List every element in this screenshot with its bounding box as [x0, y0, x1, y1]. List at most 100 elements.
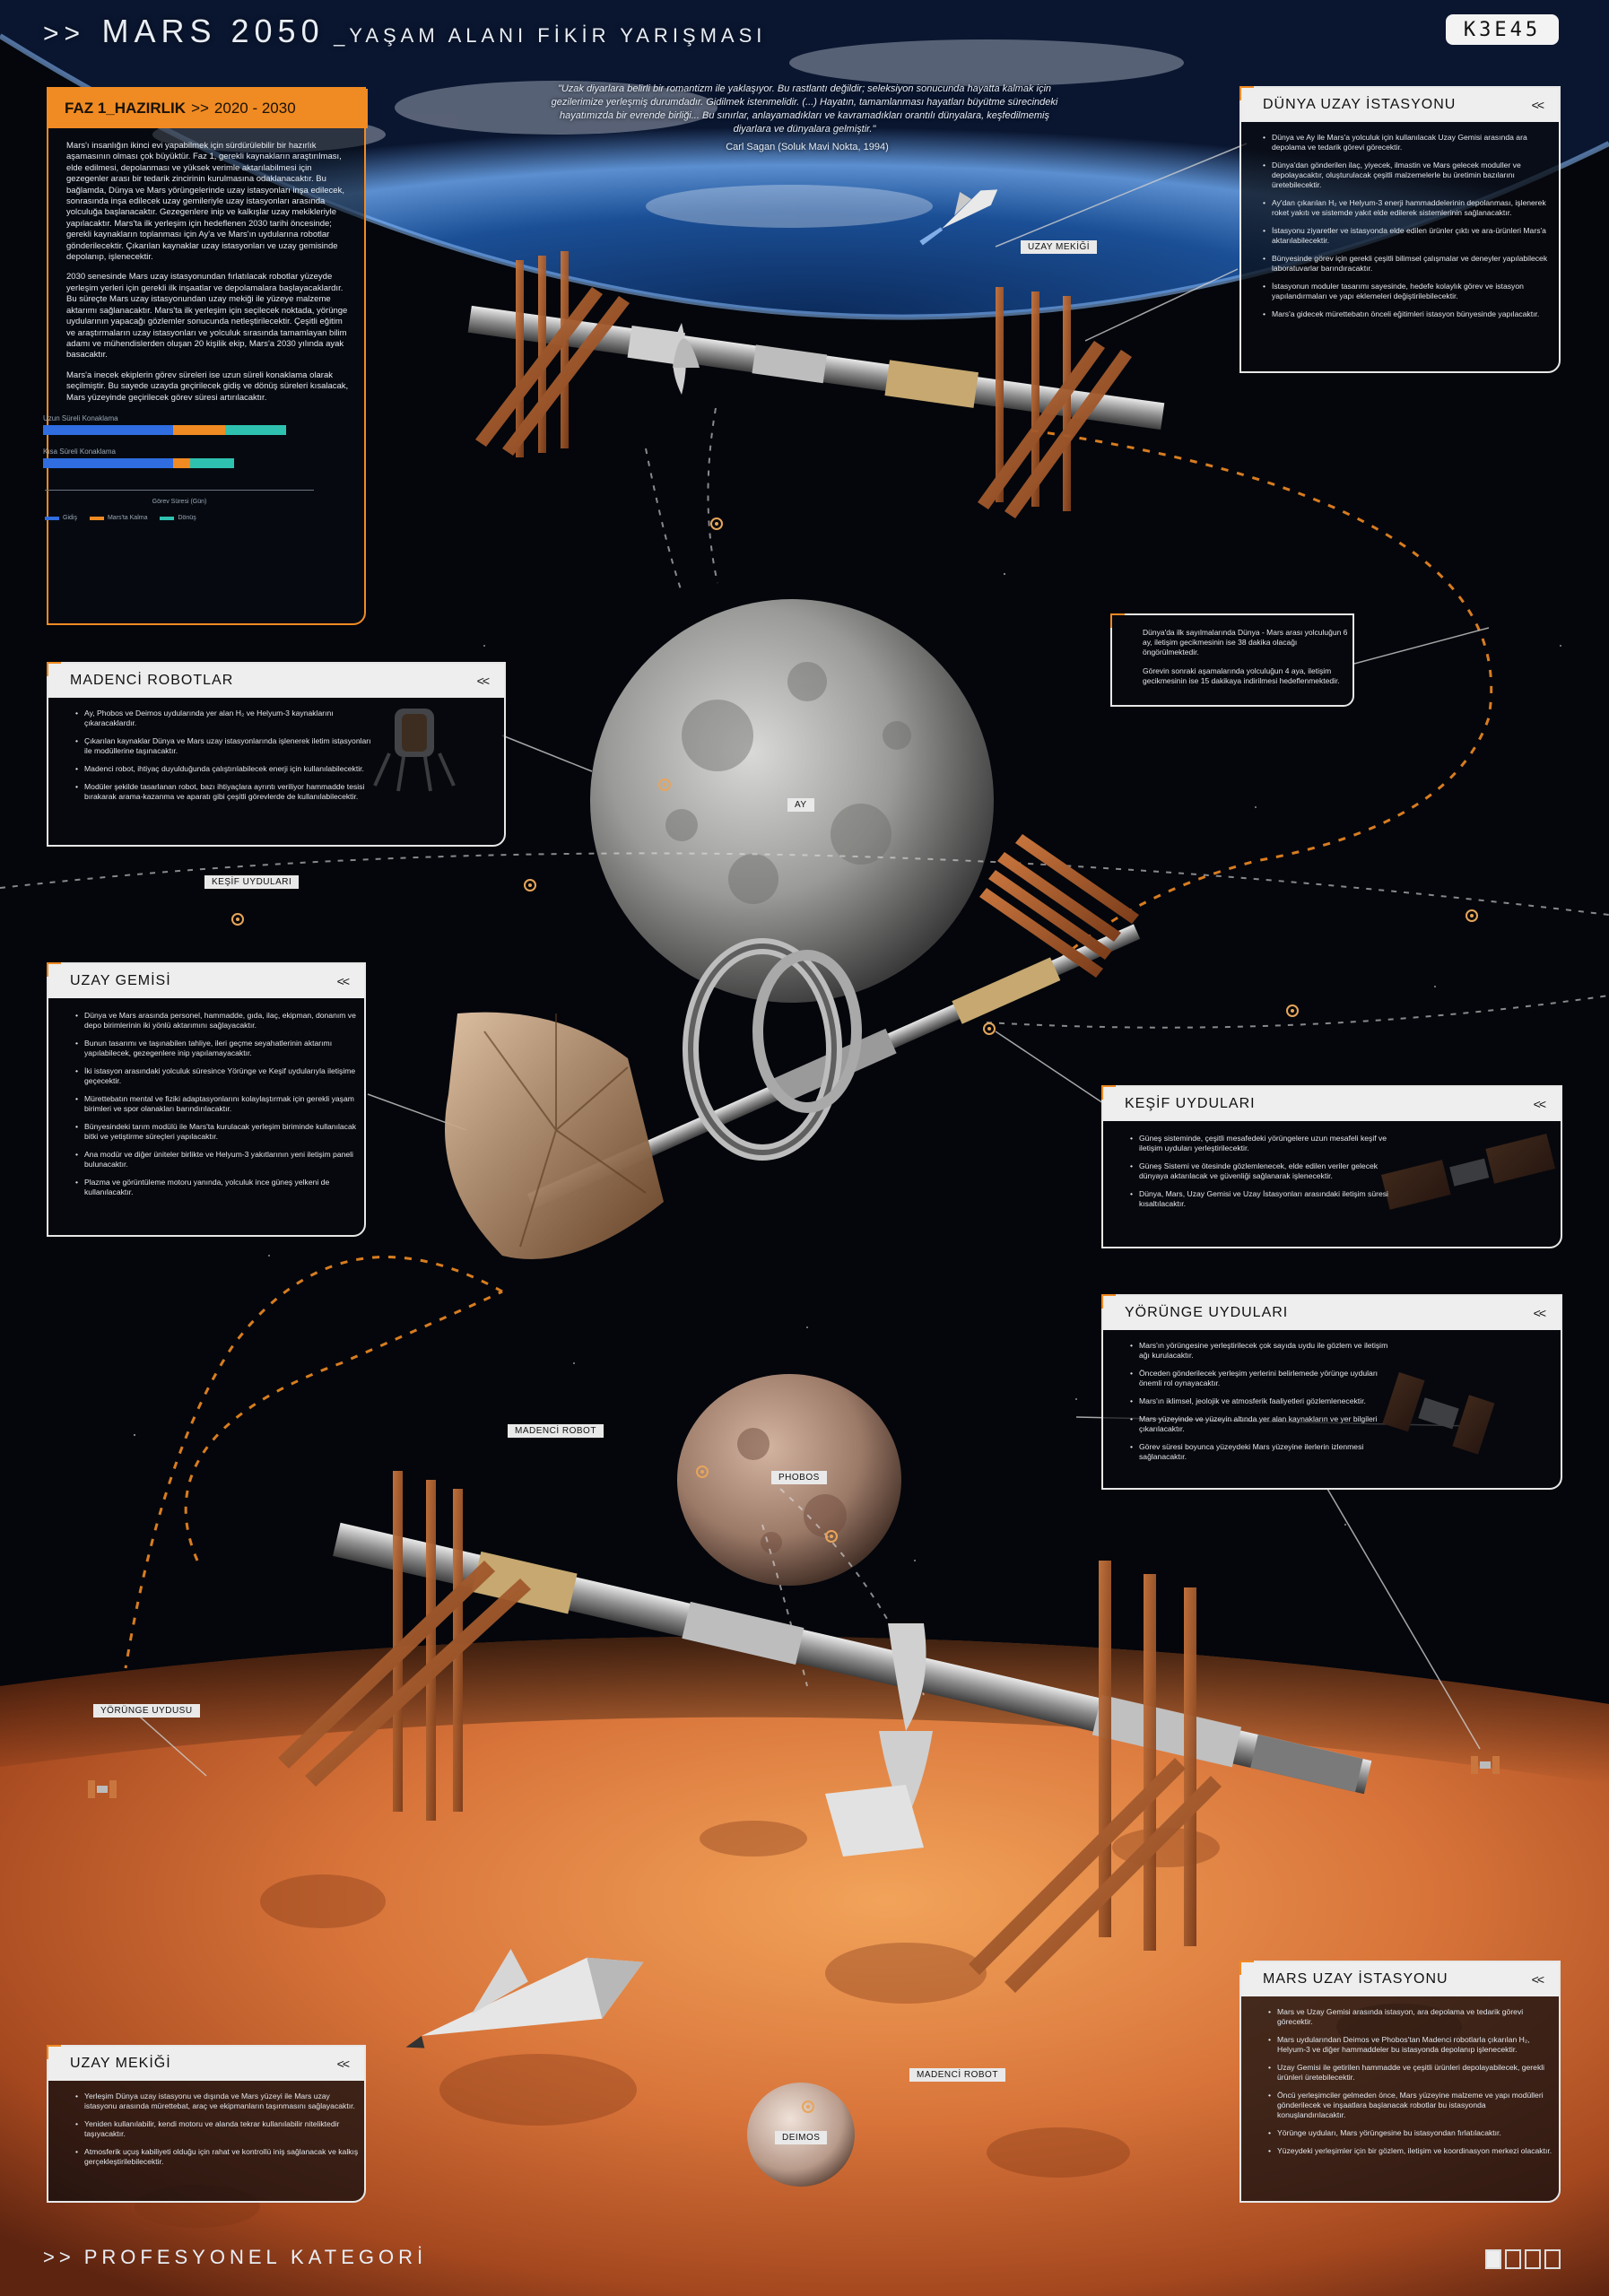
panel-title: YÖRÜNGE UYDULARI: [1125, 1305, 1289, 1320]
bar-label: Kısa Süreli Konaklama: [43, 448, 116, 456]
panel-corner: [47, 962, 61, 977]
poster-title: >> MARS 2050 _YAŞAM ALANI FİKİR YARIŞMAS…: [43, 13, 766, 50]
bar-segment: [43, 425, 173, 435]
list-item: Mars ve Uzay Gemisi arasında istasyon, a…: [1268, 2007, 1555, 2027]
panel-spaceship: UZAY GEMİSİ<< Dünya ve Mars arasında per…: [47, 962, 366, 1237]
collapse-icon[interactable]: <<: [1531, 98, 1544, 112]
list-item: Yörünge uyduları, Mars yörüngesine bu is…: [1268, 2128, 1555, 2138]
list-item: Yeniden kullanılabilir, kendi motoru ve …: [75, 2119, 362, 2139]
bar-segment: [225, 425, 286, 435]
bar-long-stay: [43, 425, 312, 435]
chart-axis-label: Görev Süresi (Gün): [152, 499, 207, 505]
phase-paragraph: Mars'ı insanlığın ikinci evi yapabilmek …: [66, 141, 344, 263]
bar-label: Uzun Süreli Konaklama: [43, 414, 118, 422]
chart-legend: Gidiş Mars'ta Kalma Dönüş: [45, 515, 196, 521]
bar-short-stay: [43, 458, 312, 468]
panel-corner: [1101, 1294, 1116, 1309]
orbit-marker: [524, 879, 536, 891]
phase-body: Mars'ı insanlığın ikinci evi yapabilmek …: [66, 141, 350, 413]
quote-author: Carl Sagan (Soluk Mavi Nokta, 1994): [726, 142, 889, 152]
tag-moon: AY: [787, 798, 814, 812]
bar-segment: [173, 458, 191, 468]
tag-phobos: PHOBOS: [771, 1471, 827, 1484]
panel-list: Güneş sisteminde, çeşitli mesafedeki yör…: [1126, 1134, 1399, 1217]
sheet-indicator-square: [1485, 2249, 1501, 2269]
list-item: Uzay Gemisi ile getirilen hammadde ve çe…: [1268, 2063, 1555, 2083]
tag-orbit-satellite: YÖRÜNGE UYDUSU: [93, 1704, 200, 1718]
list-item: Mars yüzeyinde ve yüzeyin altında yer al…: [1130, 1414, 1399, 1434]
panel-list: Mars ve Uzay Gemisi arasında istasyon, a…: [1265, 2007, 1555, 2164]
collapse-icon[interactable]: <<: [336, 2057, 350, 2071]
panel-orbit-satellites: YÖRÜNGE UYDULARI << Mars'ın yörüngesine y…: [1101, 1294, 1562, 1490]
list-item: Mars uydularından Deimos ve Phobos'tan M…: [1268, 2035, 1555, 2055]
orbit-marker: [231, 913, 244, 926]
tag-deimos: DEIMOS: [775, 2131, 828, 2144]
list-item: Mars'ın iklimsel, jeolojik ve atmosferik…: [1130, 1396, 1399, 1406]
panel-header: KEŞİF UYDULARI <<: [1103, 1087, 1561, 1121]
duration-chart: Uzun Süreli Konaklama Kısa Süreli Konakl…: [43, 414, 312, 481]
list-item: İstasyonun moduler tasarımı sayesinde, h…: [1263, 282, 1555, 301]
phase-paragraph: Mars'a inecek ekiplerin görev süreleri i…: [66, 370, 349, 403]
panel-corner: [1239, 1961, 1254, 1975]
panel-list: Mars'ın yörüngesine yerleştirilecek çok …: [1126, 1341, 1399, 1470]
list-item: Önceden gönderilecek yerleşim yerlerini …: [1130, 1369, 1399, 1388]
tag-exploration-satellites: KEŞİF UYDULARI: [204, 875, 300, 889]
title-sub: _YAŞAM ALANI FİKİR YARIŞMASI: [334, 24, 767, 47]
legend-swatch: [160, 516, 175, 520]
travel-time-note: Dünya'da ilk sayılmalarında Dünya - Mars…: [1110, 613, 1354, 707]
phase-header: FAZ 1_HAZIRLIK >> 2020 - 2030: [48, 89, 368, 128]
panel-earth-station: DÜNYA UZAY İSTASYONU<< Dünya ve Ay ile M…: [1239, 86, 1561, 373]
collapse-icon[interactable]: <<: [1531, 1972, 1544, 1987]
list-item: İki istasyon arasındaki yolculuk süresin…: [75, 1066, 362, 1086]
orbit-marker: [710, 517, 723, 530]
list-item: İstasyonu ziyaretler ve istasyonda elde …: [1263, 226, 1555, 246]
list-item: Yüzeydeki yerleşimler için bir gözlem, i…: [1268, 2146, 1555, 2156]
list-item: Görevin sonraki aşamalarında yolculuğun …: [1143, 666, 1340, 685]
bar-segment: [190, 458, 234, 468]
legend-item: Mars'ta Kalma: [89, 515, 147, 521]
panel-corner: [47, 2045, 61, 2059]
quote-text: "Uzak diyarlara belirli bir romantizm il…: [551, 83, 1058, 135]
tag-mining-robot: MADENCİ ROBOT: [508, 1424, 604, 1438]
bar-segment: [43, 458, 173, 468]
orbit-marker: [825, 1530, 838, 1543]
panel-title: UZAY MEKİĞİ: [70, 2056, 171, 2071]
list-item: Dünya'dan gönderilen ilaç, yiyecek, ilma…: [1263, 161, 1555, 190]
phase-paragraph: 2030 senesinde Mars uzay istasyonundan f…: [66, 272, 348, 361]
panel-space-shuttle: UZAY MEKİĞİ << Yerleşim Dünya uzay istasy…: [47, 2045, 366, 2203]
list-item: Güneş Sistemi ve ötesinde gözlemlenecek,…: [1130, 1161, 1399, 1181]
list-item: Öncü yerleşimciler gelmeden önce, Mars y…: [1268, 2091, 1555, 2120]
collapse-icon[interactable]: <<: [476, 674, 490, 688]
legend-swatch: [89, 516, 104, 520]
list-item: Mürettebatın mental ve fiziki adaptasyon…: [75, 1094, 362, 1114]
panel-header: UZAY MEKİĞİ <<: [48, 2047, 364, 2081]
title-prefix: >>: [43, 19, 86, 48]
panel-list: Dünya ve Ay ile Mars'a yolculuk için kul…: [1259, 133, 1555, 327]
panel-mars-station: MARS UZAY İSTASYONU<< Mars ve Uzay Gemis…: [1239, 1961, 1561, 2203]
panel-corner: [1101, 1085, 1116, 1100]
list-item: Ay'dan çıkarılan H₂ ve Helyum-3 enerji h…: [1263, 198, 1555, 218]
legend-item: Dönüş: [160, 515, 196, 521]
legend-item: Gidiş: [45, 515, 77, 521]
legend-label: Gidiş: [63, 515, 77, 521]
panel-title: MADENCİ ROBOTLAR: [70, 673, 234, 688]
list-item: Bunun tasarımı ve taşınabilen tahliye, i…: [75, 1039, 362, 1058]
collapse-icon[interactable]: <<: [336, 974, 350, 988]
panel-header: MADENCİ ROBOTLAR <<: [48, 664, 504, 698]
orbit-marker: [696, 1465, 709, 1478]
collapse-icon[interactable]: <<: [1533, 1097, 1546, 1111]
list-item: Çıkarılan kaynaklar Dünya ve Mars uzay i…: [75, 736, 371, 756]
panel-list: Yerleşim Dünya uzay istasyonu ve dışında…: [72, 2092, 362, 2175]
list-item: Dünya, Mars, Uzay Gemisi ve Uzay İstasyo…: [1130, 1189, 1399, 1209]
panel-exploration-satellites: KEŞİF UYDULARI << Güneş sisteminde, çeşit…: [1101, 1085, 1562, 1248]
footer-prefix: >>: [43, 2246, 75, 2268]
list-item: Bünyesindeki tarım modülü ile Mars'ta ku…: [75, 1122, 362, 1142]
list-item: Bünyesinde görev için gerekli çeşitli bi…: [1263, 254, 1555, 274]
list-item: Dünya ve Ay ile Mars'a yolculuk için kul…: [1263, 133, 1555, 152]
panel-title: KEŞİF UYDULARI: [1125, 1096, 1256, 1111]
panel-corner: [47, 662, 61, 676]
list-item: Madenci robot, ihtiyaç duyulduğunda çalı…: [75, 764, 371, 774]
collapse-icon[interactable]: <<: [1533, 1306, 1546, 1320]
panel-title: UZAY GEMİSİ: [70, 973, 171, 988]
